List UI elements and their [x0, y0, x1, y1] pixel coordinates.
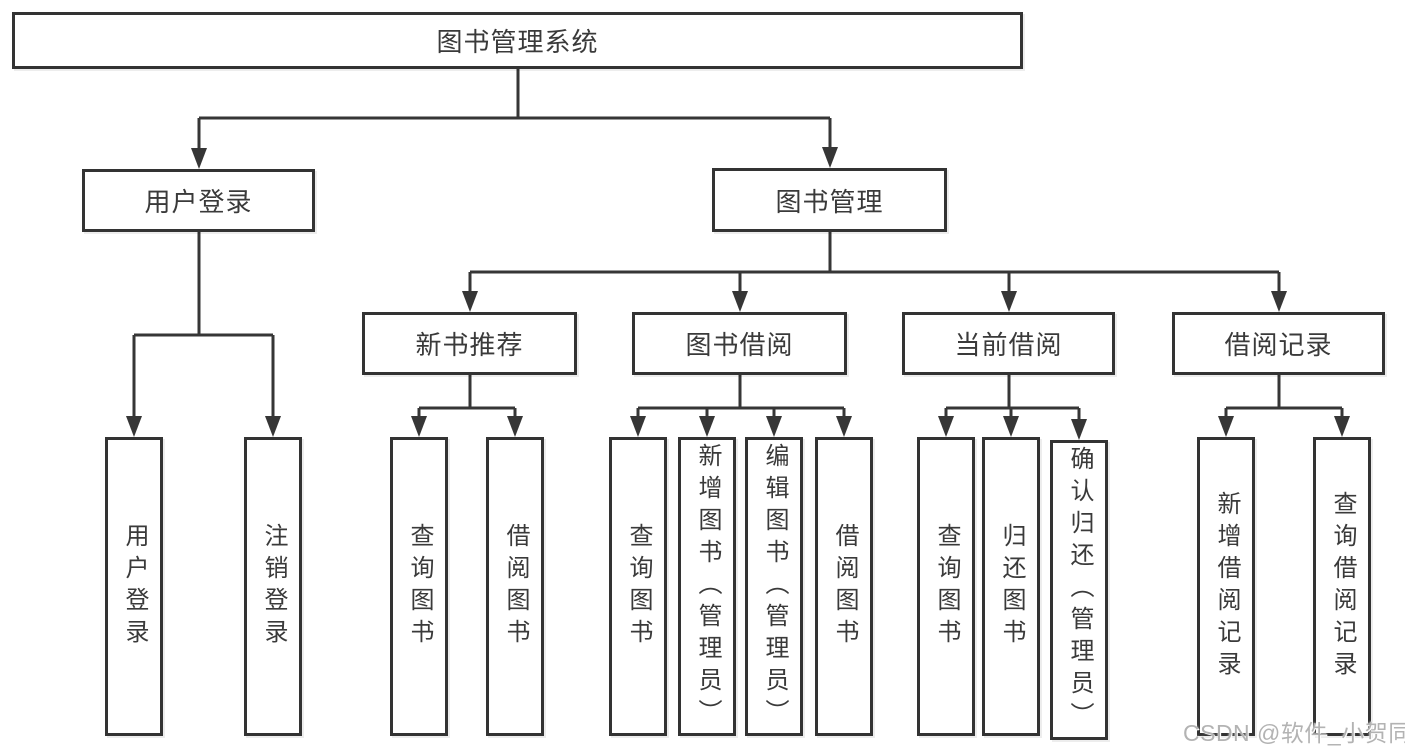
node-new-book-recommend: 新书推荐 — [362, 312, 577, 375]
node-label: 当前借阅 — [954, 330, 1063, 360]
connector-book-mgmt-children — [462, 232, 1287, 312]
leaf-add-borrow-record: 新增借阅记录 — [1197, 437, 1255, 736]
node-label: 新增借阅记录 — [1213, 490, 1240, 683]
node-label: 借阅图书 — [502, 522, 529, 651]
connector-new-book-rec-children — [411, 375, 523, 437]
leaf-query-book-borrow: 查询图书 — [609, 437, 667, 736]
node-label: 注销登录 — [260, 522, 287, 651]
leaf-borrow-book: 借阅图书 — [815, 437, 873, 736]
node-label: 编辑图书（管理员） — [761, 442, 788, 731]
node-label: 确认归还（管理员） — [1066, 446, 1093, 734]
leaf-add-book-admin: 新增图书（管理员） — [678, 437, 736, 736]
node-label: 归还图书 — [998, 522, 1025, 651]
connector-current-borrow-children — [938, 375, 1087, 440]
leaf-logout: 注销登录 — [244, 437, 302, 736]
node-label: 查询图书 — [625, 522, 652, 651]
leaf-return-book: 归还图书 — [982, 437, 1040, 736]
node-current-borrow: 当前借阅 — [902, 312, 1115, 375]
node-label: 用户登录 — [121, 522, 148, 651]
node-label: 借阅图书 — [831, 522, 858, 651]
node-label: 图书借阅 — [685, 330, 794, 360]
node-label: 查询图书 — [933, 522, 960, 651]
connector-root-to-level2 — [191, 68, 838, 169]
node-label: 用户登录 — [144, 187, 253, 217]
connector-book-borrow-children — [630, 375, 852, 437]
node-label: 新增图书（管理员） — [694, 442, 721, 731]
node-book-borrow: 图书借阅 — [632, 312, 847, 375]
leaf-query-borrow-record: 查询借阅记录 — [1313, 437, 1371, 736]
node-label: 新书推荐 — [415, 330, 524, 360]
node-label: 查询借阅记录 — [1329, 490, 1356, 683]
node-label: 借阅记录 — [1224, 330, 1333, 360]
connector-user-login-children — [126, 232, 281, 437]
leaf-borrow-book-recommend: 借阅图书 — [486, 437, 544, 736]
node-label: 图书管理系统 — [436, 27, 599, 57]
node-book-management: 图书管理 — [712, 168, 947, 232]
leaf-confirm-return-admin: 确认归还（管理员） — [1050, 440, 1108, 740]
leaf-user-login: 用户登录 — [105, 437, 163, 736]
node-label: 查询图书 — [406, 522, 433, 651]
leaf-edit-book-admin: 编辑图书（管理员） — [745, 437, 803, 736]
node-label: 图书管理 — [775, 186, 884, 217]
node-borrow-record: 借阅记录 — [1172, 312, 1385, 375]
connector-borrow-record-children — [1218, 375, 1350, 437]
node-book-management-system: 图书管理系统 — [12, 12, 1023, 69]
node-user-login: 用户登录 — [82, 169, 315, 232]
leaf-query-book-recommend: 查询图书 — [390, 437, 448, 736]
csdn-watermark: CSDN @软件_小贺同学 — [1183, 720, 1405, 746]
leaf-query-book-current: 查询图书 — [917, 437, 975, 736]
